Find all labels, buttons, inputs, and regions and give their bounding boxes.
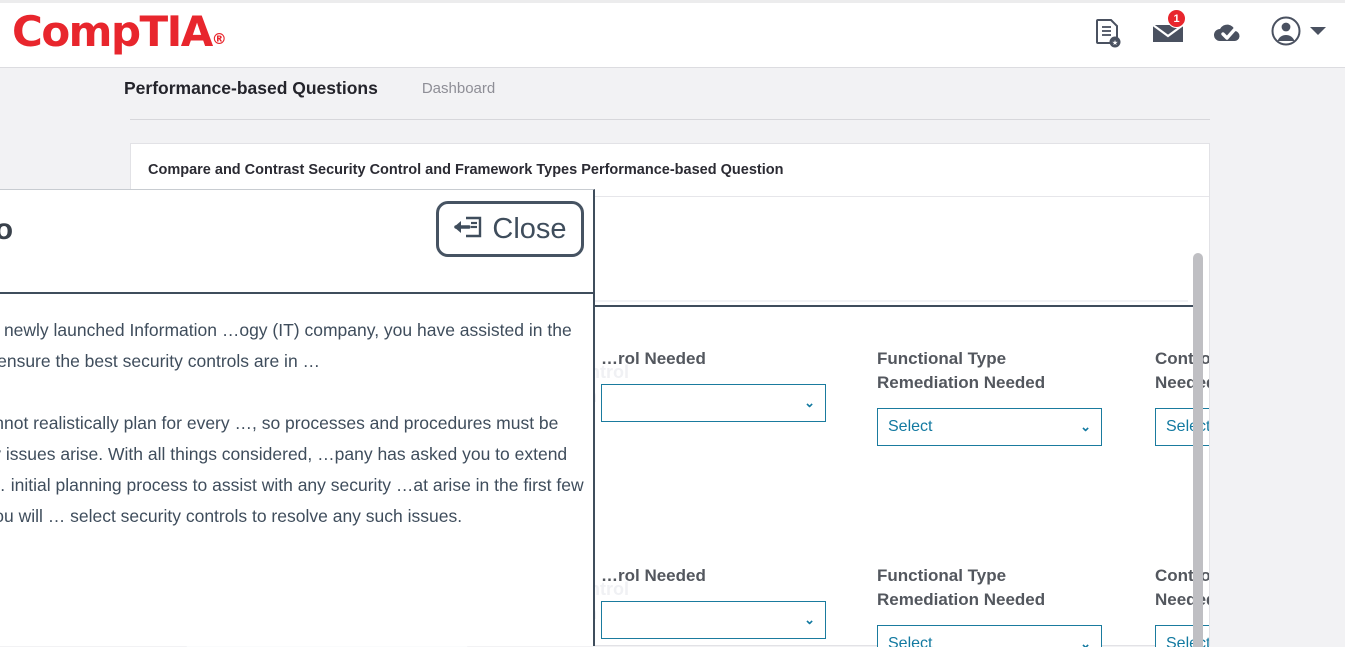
- scenario-modal-title: …ario: [0, 213, 13, 247]
- question-column-security-control-1: …rol Needed ⌄: [601, 347, 826, 422]
- select-security-control-2[interactable]: ⌄: [601, 601, 826, 639]
- user-avatar-icon: [1271, 16, 1301, 51]
- card-body-divider: [131, 305, 1193, 307]
- tab-performance-based-questions[interactable]: Performance-based Questions: [124, 78, 378, 98]
- select-value: Select: [888, 418, 933, 435]
- navbar-icon-group: ★ 1: [1091, 9, 1327, 52]
- page-tab-bar: Performance-based Questions Dashboard: [124, 78, 1210, 120]
- question-column-functional-type-2: Functional Type Remediation Needed Selec…: [877, 564, 1102, 647]
- select-functional-type-1[interactable]: Select ⌄: [877, 408, 1102, 446]
- column-label: Functional Type Remediation Needed: [877, 566, 1046, 609]
- chevron-down-icon: ⌄: [1080, 419, 1091, 434]
- top-navbar: CompTIA® ★ 1: [0, 0, 1345, 68]
- close-button-label: Close: [492, 212, 567, 245]
- chevron-down-icon: ⌄: [1080, 636, 1091, 647]
- scenario-modal-body: …urity consultant for a newly launched I…: [0, 315, 584, 563]
- comptia-logo-text: CompTIA: [12, 7, 213, 56]
- question-column-functional-type-1: Functional Type Remediation Needed Selec…: [877, 347, 1102, 446]
- scenario-paragraph-1: …urity consultant for a newly launched I…: [0, 320, 572, 371]
- envelope-icon[interactable]: 1: [1151, 9, 1186, 52]
- chevron-down-icon: ⌄: [804, 395, 815, 410]
- column-label: Functional Type Remediation Needed: [877, 349, 1046, 392]
- column-label: …rol Needed: [601, 349, 706, 368]
- account-menu[interactable]: [1271, 16, 1327, 51]
- card-header-title: Compare and Contrast Security Control an…: [131, 144, 1209, 196]
- chevron-down-icon: ⌄: [804, 612, 815, 627]
- select-security-control-1[interactable]: ⌄: [601, 384, 826, 422]
- cloud-check-icon[interactable]: [1211, 14, 1245, 52]
- chevron-down-icon: [1309, 24, 1327, 42]
- ghost-divider: [148, 300, 1188, 302]
- close-exit-icon: [453, 214, 483, 245]
- scenario-modal: …ario …urity consultant for a newly laun…: [0, 189, 595, 646]
- question-column-security-control-2: …rol Needed ⌄: [601, 564, 826, 639]
- select-value: Select: [888, 635, 933, 647]
- tab-dashboard[interactable]: Dashboard: [421, 80, 496, 97]
- select-functional-type-2[interactable]: Select ⌄: [877, 625, 1102, 647]
- registered-mark: ®: [211, 30, 227, 48]
- close-button[interactable]: Close: [436, 201, 584, 257]
- navbar-top-accent-line: [0, 0, 1345, 3]
- scenario-paragraph-2: …, an organization cannot realistically …: [0, 413, 584, 526]
- envelope-badge-count: 1: [1167, 9, 1186, 28]
- document-star-icon[interactable]: ★: [1091, 14, 1125, 52]
- scenario-modal-divider: [0, 292, 593, 294]
- card-scrollbar-thumb[interactable]: [1193, 253, 1203, 647]
- comptia-logo[interactable]: CompTIA®: [12, 7, 227, 56]
- column-label: …rol Needed: [601, 566, 706, 585]
- svg-text:★: ★: [1112, 39, 1118, 47]
